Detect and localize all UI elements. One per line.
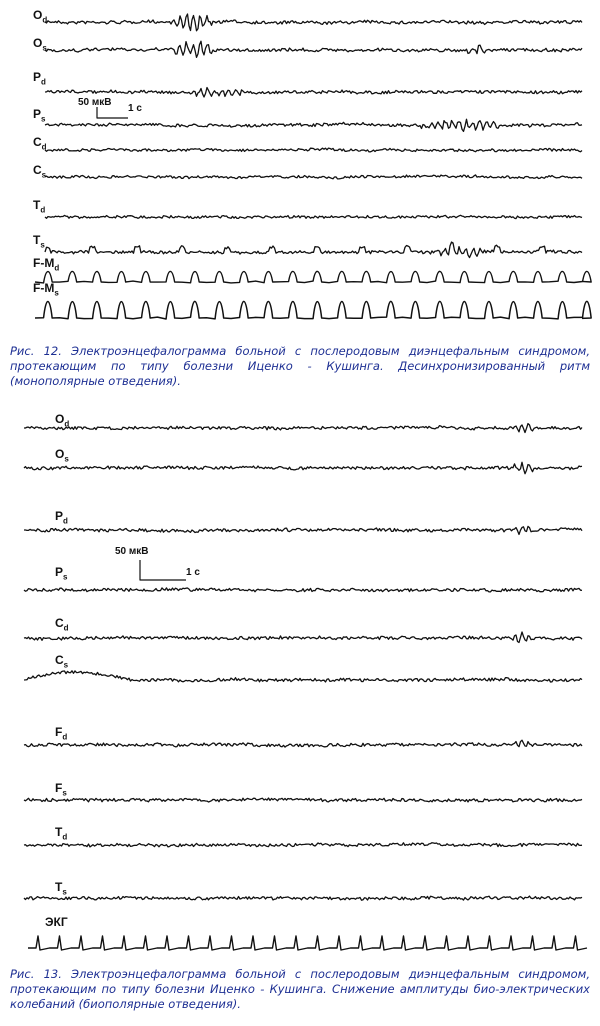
scale-time-label: 1 с — [186, 567, 200, 578]
lead-label: Os — [55, 447, 69, 464]
lead-label: Od — [33, 8, 48, 25]
eeg-traces-figure-12 — [34, 13, 592, 320]
lead-label: F-Ms — [33, 281, 59, 298]
ecg-trace — [28, 935, 588, 951]
lead-label: Ps — [55, 565, 68, 582]
scale-bar — [139, 560, 186, 581]
lead-label: Ts — [33, 233, 45, 250]
eeg-trace-central-left — [44, 174, 583, 180]
eeg-trace-parietal-left — [23, 587, 583, 593]
eeg-trace-occipital-right — [44, 13, 583, 32]
eeg-trace-central-right — [44, 147, 583, 153]
lead-label: ЭКГ — [45, 915, 68, 929]
lead-label: Td — [55, 825, 68, 842]
eeg-trace-fronto-mastoid-left — [34, 300, 592, 320]
lead-label: Pd — [55, 509, 68, 526]
lead-label: Td — [33, 198, 46, 215]
eeg-trace-temporal-left — [44, 241, 583, 259]
eeg-trace-central-right — [23, 631, 583, 644]
eeg-trace-parietal-right — [44, 86, 583, 98]
scale-time-label: 1 с — [128, 103, 142, 114]
figure-13-caption: Рис. 13. Электроэнцефалограмма больной с… — [10, 967, 590, 1011]
lead-label: Os — [33, 36, 47, 53]
eeg-trace-central-left — [23, 670, 583, 683]
lead-label: Cd — [55, 616, 69, 633]
lead-label: Ts — [55, 880, 67, 897]
lead-label: Cs — [33, 163, 47, 180]
scale-amplitude-label: 50 мкВ — [78, 97, 112, 108]
eeg-trace-frontal-right — [23, 739, 583, 748]
figure-12-caption: Рис. 12. Электроэнцефалограмма больной с… — [10, 344, 590, 388]
eeg-trace-temporal-right — [23, 842, 583, 848]
eeg-trace-fronto-mastoid-right — [34, 270, 592, 284]
eeg-trace-parietal-right — [24, 525, 583, 536]
eeg-trace-parietal-left — [44, 118, 583, 133]
scale-bar — [96, 107, 128, 119]
lead-label: Cd — [33, 135, 47, 152]
lead-label: Fs — [55, 781, 67, 798]
lead-label: F-Md — [33, 256, 60, 273]
eeg-trace-occipital-right — [24, 422, 583, 434]
eeg-trace-temporal-right — [44, 214, 583, 220]
lead-label: Fd — [55, 725, 68, 742]
eeg-trace-occipital-left — [23, 461, 583, 475]
lead-label: Pd — [33, 70, 46, 87]
eeg-trace-occipital-left — [44, 40, 583, 59]
eeg-trace-frontal-left — [23, 797, 583, 803]
eeg-trace-temporal-left — [23, 895, 583, 901]
scale-amplitude-label: 50 мкВ — [115, 546, 149, 557]
lead-label: Od — [55, 412, 70, 429]
lead-label: Cs — [55, 653, 69, 670]
lead-label: Ps — [33, 107, 46, 124]
